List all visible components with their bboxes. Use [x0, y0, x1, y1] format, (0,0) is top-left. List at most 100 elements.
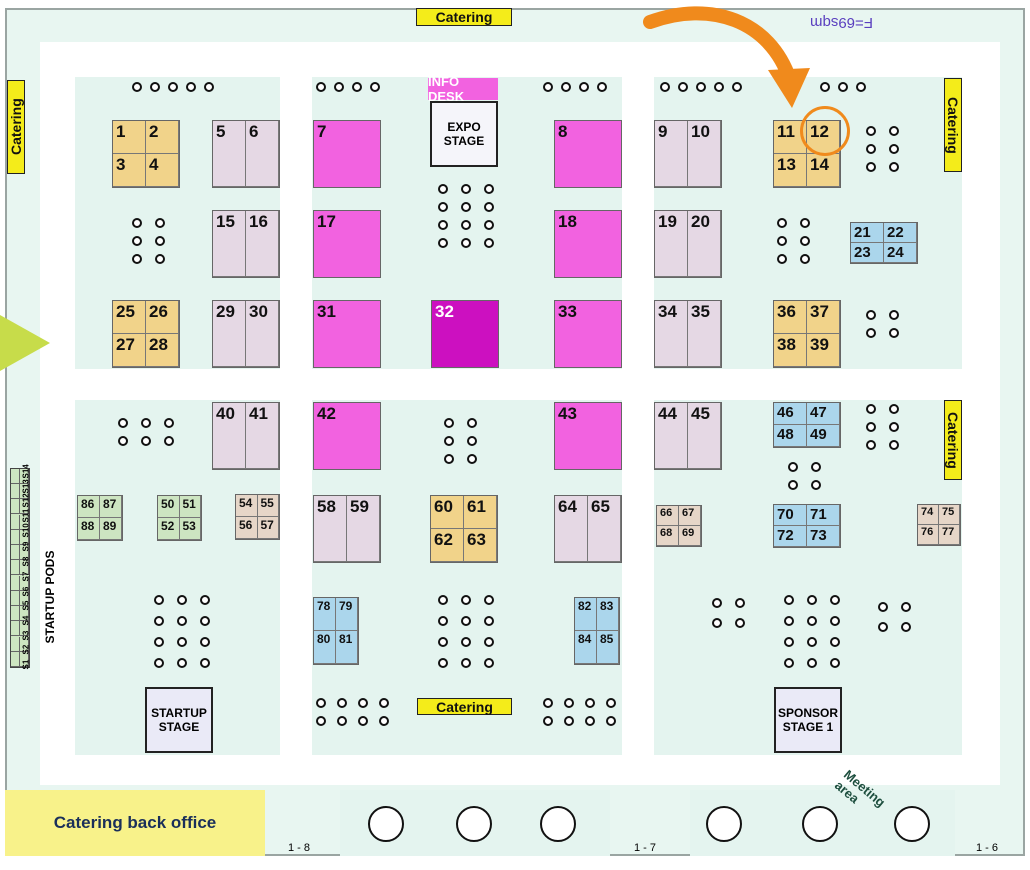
- booth-1[interactable]: 1: [113, 121, 146, 154]
- round-table[interactable]: [802, 806, 838, 842]
- booth-19[interactable]: 19: [655, 211, 688, 277]
- booth-13[interactable]: 13: [774, 154, 807, 187]
- booth-20[interactable]: 20: [688, 211, 721, 277]
- booth-group-18[interactable]: 18: [554, 210, 622, 278]
- booth-40[interactable]: 40: [213, 403, 246, 469]
- booth-58[interactable]: 58: [314, 496, 347, 562]
- startup-pods-strip[interactable]: [10, 468, 30, 668]
- booth-36[interactable]: 36: [774, 301, 807, 334]
- booth-group-33[interactable]: 33: [554, 300, 622, 368]
- booth-16[interactable]: 16: [246, 211, 279, 277]
- catering-back-office[interactable]: Catering back office: [5, 790, 265, 856]
- booth-27[interactable]: 27: [113, 334, 146, 367]
- booth-49[interactable]: 49: [807, 425, 840, 447]
- booth-63[interactable]: 63: [464, 529, 497, 562]
- booth-25[interactable]: 25: [113, 301, 146, 334]
- booth-30[interactable]: 30: [246, 301, 279, 367]
- booth-group-60-63[interactable]: 60 61 62 63: [430, 495, 498, 563]
- booth-86[interactable]: 86: [78, 496, 100, 518]
- booth-48[interactable]: 48: [774, 425, 807, 447]
- booth-21[interactable]: 21: [851, 223, 884, 243]
- booth-82[interactable]: 82: [575, 598, 597, 631]
- booth-60[interactable]: 60: [431, 496, 464, 529]
- booth-70[interactable]: 70: [774, 505, 807, 526]
- booth-15[interactable]: 15: [213, 211, 246, 277]
- booth-18[interactable]: 18: [558, 212, 577, 231]
- booth-87[interactable]: 87: [100, 496, 122, 518]
- booth-22[interactable]: 22: [884, 223, 917, 243]
- booth-68[interactable]: 68: [657, 526, 679, 546]
- expo-stage[interactable]: EXPO STAGE: [430, 101, 498, 167]
- booth-29[interactable]: 29: [213, 301, 246, 367]
- booth-7[interactable]: 7: [317, 122, 327, 141]
- booth-group-1-4[interactable]: 1 2 3 4: [112, 120, 180, 188]
- booth-50[interactable]: 50: [158, 496, 180, 518]
- booth-group-9-10[interactable]: 9 10: [654, 120, 722, 188]
- round-table[interactable]: [456, 806, 492, 842]
- booth-41[interactable]: 41: [246, 403, 279, 469]
- sponsor-stage[interactable]: SPONSOR STAGE 1: [774, 687, 842, 753]
- booth-66[interactable]: 66: [657, 506, 679, 526]
- booth-44[interactable]: 44: [655, 403, 688, 469]
- booth-73[interactable]: 73: [807, 526, 840, 547]
- booth-24[interactable]: 24: [884, 243, 917, 263]
- booth-group-50-53[interactable]: 50 51 52 53: [157, 495, 202, 541]
- booth-group-78-81[interactable]: 78 79 80 81: [313, 597, 359, 665]
- booth-84[interactable]: 84: [575, 631, 597, 664]
- booth-55[interactable]: 55: [257, 495, 279, 517]
- booth-group-46-49[interactable]: 46 47 48 49: [773, 402, 841, 448]
- booth-group-34-35[interactable]: 34 35: [654, 300, 722, 368]
- booth-51[interactable]: 51: [179, 496, 201, 518]
- startup-stage[interactable]: STARTUP STAGE: [145, 687, 213, 753]
- booth-23[interactable]: 23: [851, 243, 884, 263]
- booth-group-19-20[interactable]: 19 20: [654, 210, 722, 278]
- booth-81[interactable]: 81: [336, 631, 358, 664]
- booth-64[interactable]: 64: [555, 496, 588, 562]
- round-table[interactable]: [706, 806, 742, 842]
- booth-4[interactable]: 4: [146, 154, 179, 187]
- booth-5[interactable]: 5: [213, 121, 246, 187]
- booth-59[interactable]: 59: [347, 496, 380, 562]
- booth-53[interactable]: 53: [179, 518, 201, 540]
- booth-8[interactable]: 8: [558, 122, 568, 141]
- booth-65[interactable]: 65: [588, 496, 621, 562]
- booth-83[interactable]: 83: [597, 598, 619, 631]
- booth-group-43[interactable]: 43: [554, 402, 622, 470]
- round-table[interactable]: [894, 806, 930, 842]
- info-desk[interactable]: INFO DESK: [428, 74, 498, 104]
- round-table[interactable]: [368, 806, 404, 842]
- booth-61[interactable]: 61: [464, 496, 497, 529]
- booth-group-42[interactable]: 42: [313, 402, 381, 470]
- booth-group-36-39[interactable]: 36 37 38 39: [773, 300, 841, 368]
- booth-72[interactable]: 72: [774, 526, 807, 547]
- booth-group-29-30[interactable]: 29 30: [212, 300, 280, 368]
- booth-52[interactable]: 52: [158, 518, 180, 540]
- booth-62[interactable]: 62: [431, 529, 464, 562]
- booth-26[interactable]: 26: [146, 301, 179, 334]
- booth-42[interactable]: 42: [317, 404, 336, 423]
- booth-group-74-77[interactable]: 74 75 76 77: [917, 504, 961, 546]
- booth-89[interactable]: 89: [100, 518, 122, 540]
- booth-67[interactable]: 67: [679, 506, 701, 526]
- booth-33[interactable]: 33: [558, 302, 577, 321]
- booth-80[interactable]: 80: [314, 631, 336, 664]
- booth-34[interactable]: 34: [655, 301, 688, 367]
- booth-group-21-24[interactable]: 21 22 23 24: [850, 222, 918, 264]
- booth-79[interactable]: 79: [336, 598, 358, 631]
- booth-88[interactable]: 88: [78, 518, 100, 540]
- booth-2[interactable]: 2: [146, 121, 179, 154]
- booth-group-86-89[interactable]: 86 87 88 89: [77, 495, 123, 541]
- booth-group-70-73[interactable]: 70 71 72 73: [773, 504, 841, 548]
- booth-47[interactable]: 47: [807, 403, 840, 425]
- booth-6[interactable]: 6: [246, 121, 279, 187]
- booth-77[interactable]: 77: [939, 525, 960, 545]
- booth-85[interactable]: 85: [597, 631, 619, 664]
- booth-group-58-59[interactable]: 58 59: [313, 495, 381, 563]
- booth-group-31[interactable]: 31: [313, 300, 381, 368]
- booth-39[interactable]: 39: [807, 334, 840, 367]
- booth-37[interactable]: 37: [807, 301, 840, 334]
- booth-74[interactable]: 74: [918, 505, 939, 525]
- booth-group-7[interactable]: 7: [313, 120, 381, 188]
- booth-28[interactable]: 28: [146, 334, 179, 367]
- booth-group-40-41[interactable]: 40 41: [212, 402, 280, 470]
